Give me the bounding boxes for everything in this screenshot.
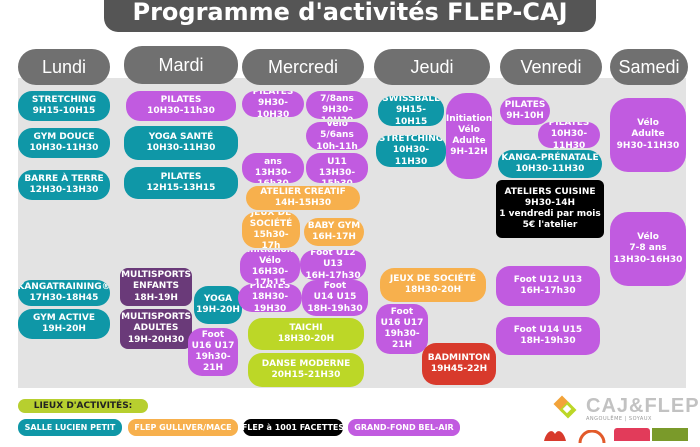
activity-vendredi-foot-u12-u13: Foot U12 U13 16H-17h30 [496,266,600,306]
activity-mardi-pilates-1: PILATES 10H30-11h30 [126,91,236,121]
activity-vendredi-kanga-prenatale: KANGA-PRÉNATALE 10H30-11H30 [498,150,602,178]
activity-mercredi-velo-9ans: Vélo +9 ans 13H30-16h30 [242,153,304,183]
activity-mercredi-foot-u14-u15: Foot U14 U15 18H-19h30 [302,280,368,316]
activity-lundi-barre-a-terre: BARRE À TERRE 12H30-13H30 [18,170,110,200]
activity-mardi-foot-u16-u17: Foot U16 U17 19h30-21H [188,328,238,376]
day-header-jeudi: Jeudi [374,49,490,85]
logo-mark-icon [552,394,580,422]
activity-mardi-yoga: YOGA 19H-20H [194,286,242,324]
partner-logo-red-icon [540,424,570,441]
activity-mardi-multisports-enfants: MULTISPORTS ENFANTS 18H-19H [120,268,192,306]
day-header-lundi: Lundi [18,49,110,85]
partner-logo-green-icon [652,428,688,441]
logo-sub-text: ANGOULÊME | SOYAUX [586,415,652,422]
activity-mardi-multisports-adultes: MULTISPORTS ADULTES 19H-20H30 [120,309,192,349]
legend-grand-fond-bel-air: GRAND-FOND BEL-AIR [348,419,460,436]
activity-jeudi-foot-u16-u17: Foot U16 U17 19h30-21H [376,304,428,354]
day-header-vendredi: Venredi [500,49,602,85]
day-header-samedi: Samedi [610,49,688,85]
activity-lundi-kangatraining: KANGATRAINING® 17H30-18H45 [18,280,110,306]
activity-mercredi-foot-u12-u13: Foot U12 U13 16H-17h30 [300,250,366,280]
activity-mercredi-initiation-velo: Initiation Vélo 16H30-17h15 [240,250,300,284]
activity-mercredi-baby-gym: BABY GYM 16H-17H [304,218,364,246]
activity-mercredi-velo-7-8ans: Vélo 7/8ans 9H30-10H30 [306,91,368,119]
activity-mercredi-jeux-de-societe: JEUX DE SOCIÉTÉ 15h30-17h [242,212,300,248]
activity-mercredi-foot-u6-u11: Foot U6 à U11 13H30-15h30 [306,153,368,183]
partner-logo-pink-icon [614,428,650,441]
day-header-mercredi: Mercredi [242,49,364,85]
activity-vendredi-pilates-2: PILATES 10H30-11H30 [538,122,600,148]
legend-flep-gulliver-mace: FLEP GULLIVER/MACE [128,419,238,436]
logo-main-text: CAJ&FLEP [586,394,700,417]
activity-lundi-gym-douce: GYM DOUCE 10H30-11H30 [18,128,110,158]
activity-jeudi-jeux-de-societe: JEUX DE SOCIÉTÉ 18H30-20H [380,268,486,302]
activity-mercredi-danse-moderne: DANSE MODERNE 20H15-21H30 [248,353,364,387]
activity-vendredi-ateliers-cuisine: ATELIERS CUISINE 9H30-14H 1 vendredi par… [496,180,604,238]
activity-vendredi-foot-u14-u15: Foot U14 U15 18H-19h30 [496,317,600,355]
caj-flep-logo: CAJ&FLEP ANGOULÊME | SOYAUX [552,390,699,426]
page-title: Programme d'activités FLEP-CAJ [104,0,596,32]
activity-mardi-pilates-2: PILATES 12H15-13H15 [124,167,238,199]
activity-mercredi-atelier-creatif: ATELIER CREATIF 14H-15H30 [246,186,360,210]
activity-vendredi-pilates-1: PILATES 9H-10H [500,97,550,125]
activity-jeudi-stretching: STRETCHING 10H30-11H30 [376,135,446,167]
activity-mardi-yoga-sante: YOGA SANTÉ 10H30-11H30 [124,126,238,160]
activity-lundi-stretching: STRETCHING 9H15-10H15 [18,91,110,121]
legend-title: LIEUX D'ACTIVITÉS: [18,399,148,413]
activity-lundi-gym-active: GYM ACTIVE 19H-20H [18,309,110,339]
partner-logo-orange-icon [578,428,606,447]
day-header-mardi: Mardi [124,46,238,84]
activity-jeudi-badminton: BADMINTON 19H45-22H [422,343,496,385]
activity-jeudi-initiation-velo-adulte: Initiation Vélo Adulte 9H-12H [446,93,492,179]
activity-mercredi-pilates-2: PILATES 18H30-19H30 [238,284,302,312]
activity-mercredi-pilates-1: PILATES 9H30-10H30 [242,91,304,117]
legend-flep-1001-facettes: FLEP à 1001 FACETTES [242,419,344,436]
activity-jeudi-swissball: SWISSBALL 9H15-10H15 [378,96,444,126]
legend-salle-lucien-petit: SALLE LUCIEN PETIT [18,419,122,436]
activity-samedi-velo-adulte: Vélo Adulte 9H30-11H30 [610,98,686,172]
activity-mercredi-velo-5-6ans: Vélo 5/6ans 10h-11h [306,122,368,150]
activity-samedi-velo-7-8ans: Vélo 7-8 ans 13H30-16H30 [610,212,686,286]
activity-mercredi-taichi: TAICHI 18H30-20H [248,318,364,350]
